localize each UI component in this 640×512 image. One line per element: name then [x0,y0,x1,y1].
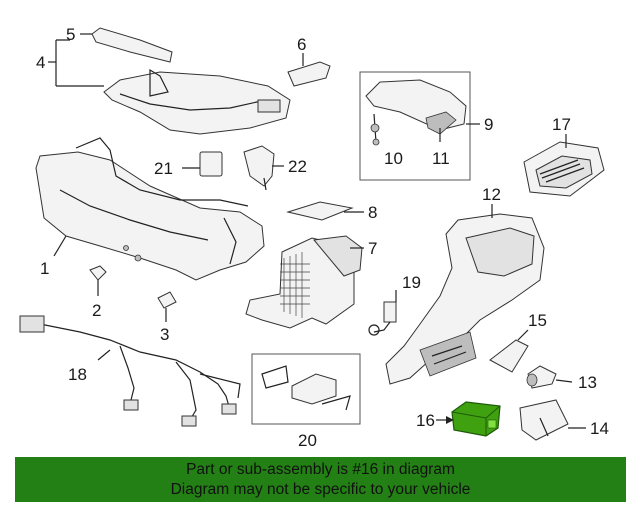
callout-15: 15 [528,311,547,330]
banner-line-1: Part or sub-assembly is #16 in diagram [186,460,455,478]
part-9-armrest-lid [365,79,467,135]
part-3-grommet [157,291,177,322]
part-19-usb-port [368,301,397,336]
part-6-trim-piece [287,61,331,87]
part-21-bracket [199,151,223,177]
callout-16: 16 [416,411,435,430]
callout-13: 13 [578,373,597,392]
callout-21: 21 [154,159,173,178]
part-1-center-console [35,137,265,281]
part-18-wiring-harness [19,315,241,427]
callout-8: 8 [368,203,377,222]
part-15-outlet [489,339,529,373]
callout-10: 10 [384,149,403,168]
callout-1: 1 [40,259,49,278]
part-20-module [261,365,351,411]
part-2-clip [89,265,107,296]
part-14-cover [519,399,569,441]
banner-line-2: Diagram may not be specific to your vehi… [170,480,471,498]
callout-17: 17 [552,115,571,134]
part-12-trim-panel [385,213,545,385]
callout-19: 19 [402,273,421,292]
callout-22: 22 [288,157,307,176]
part-8-pad [286,201,354,221]
callout-4: 4 [36,53,45,72]
part-17-air-vent [523,141,605,197]
callout-2: 2 [92,301,101,320]
callout-5: 5 [66,25,75,44]
part-13-lighter [526,365,557,389]
parts-diagram: 1 2 3 4 5 6 7 8 9 10 11 12 13 14 15 16 1… [19,25,609,450]
part-10-pin [370,113,380,146]
callout-14: 14 [590,419,609,438]
callout-18: 18 [68,365,87,384]
callout-9: 9 [484,115,493,134]
callout-6: 6 [297,35,306,54]
part-16-highlighted-switch [451,401,501,437]
callout-3: 3 [160,325,169,344]
callout-12: 12 [482,185,501,204]
part-22-clip [243,145,275,191]
group-box-20 [251,353,361,425]
part-5-lid-trim [91,27,173,63]
info-banner: Part or sub-assembly is #16 in diagram D… [15,457,626,502]
group-box-9 [359,71,471,181]
part-4-console-top [103,68,291,135]
callout-11: 11 [432,149,450,168]
part-7-bracket-assembly [245,235,363,329]
callout-7: 7 [368,239,377,258]
callout-20: 20 [298,431,317,450]
